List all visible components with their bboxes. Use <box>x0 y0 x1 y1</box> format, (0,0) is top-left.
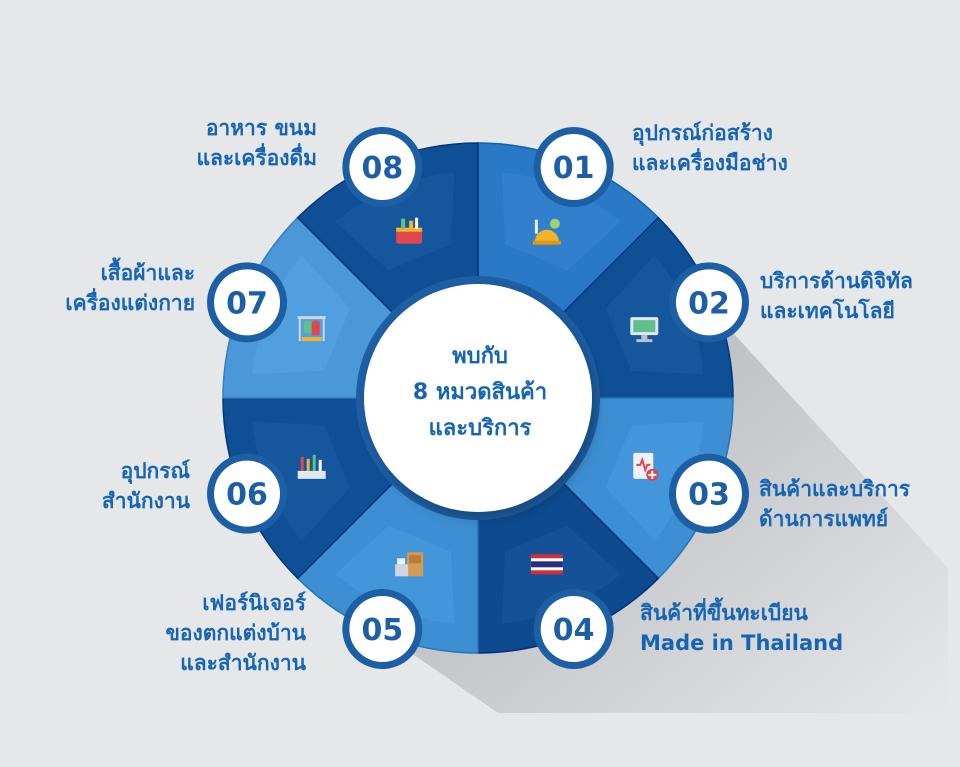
sector-bevel-04 <box>501 525 621 624</box>
category-05-line-1: เฟอร์นิเจอร์ <box>202 591 306 615</box>
category-08-line-2: และเครื่องดื่ม <box>196 146 317 170</box>
sector-bevel-02 <box>605 255 704 375</box>
category-label-02: บริการด้านดิจิทัล และเทคโนโลยี <box>760 266 913 326</box>
badge-05: 05 <box>342 588 423 669</box>
badge-face <box>214 269 281 336</box>
badge-number-07: 07 <box>226 286 268 321</box>
center-line-3: และบริการ <box>428 416 532 441</box>
badge-face <box>214 460 281 527</box>
sector-bevel-03 <box>605 421 704 541</box>
center-line-2: 8 หมวดสินค้า <box>412 380 548 405</box>
food-drink-icon <box>396 217 423 244</box>
badge-face <box>540 134 607 201</box>
badge-number-03: 03 <box>688 478 730 513</box>
badge-02: 02 <box>668 262 749 343</box>
category-08-line-1: อาหาร ขนม <box>205 116 317 140</box>
center-disc <box>364 284 592 512</box>
badge-face <box>675 269 742 336</box>
badge-01: 01 <box>533 127 614 208</box>
category-01-line-1: อุปกรณ์ก่อสร้าง <box>632 121 773 145</box>
badge-number-08: 08 <box>361 151 403 186</box>
badge-07: 07 <box>207 262 288 343</box>
sector-bevel-05 <box>335 525 455 624</box>
badge-number-06: 06 <box>226 478 268 513</box>
computer-monitor-icon <box>630 317 659 343</box>
category-06-line-1: อุปกรณ์ <box>120 459 190 483</box>
category-label-03: สินค้าและบริการ ด้านการแพทย์ <box>759 474 910 534</box>
badge-face <box>349 595 416 662</box>
badge-04: 04 <box>533 588 614 669</box>
sector-bevel-08 <box>335 172 455 271</box>
category-label-06: อุปกรณ์ สำนักงาน <box>102 456 190 516</box>
badge-number-05: 05 <box>361 613 403 648</box>
category-02-line-2: และเทคโนโลยี <box>760 299 895 323</box>
badge-number-04: 04 <box>553 613 595 648</box>
category-04-line-1: สินค้าที่ขึ้นทะเบียน <box>640 601 808 625</box>
sector-bevel-01 <box>501 172 621 271</box>
clothes-rack-icon <box>297 316 326 342</box>
category-label-08: อาหาร ขนม และเครื่องดื่ม <box>196 113 317 173</box>
sector-bevel-07 <box>252 255 351 375</box>
badge-number-01: 01 <box>553 151 595 186</box>
badge-08: 08 <box>342 127 423 208</box>
category-label-04: สินค้าที่ขึ้นทะเบียน Made in Thailand <box>640 598 843 658</box>
category-01-line-2: และเครื่องมือช่าง <box>632 151 788 175</box>
badge-face <box>540 595 607 662</box>
badge-number-02: 02 <box>688 286 730 321</box>
tools-helmet-icon <box>532 218 561 245</box>
badge-03: 03 <box>668 453 749 534</box>
badge-face <box>675 460 742 527</box>
category-03-line-2: ด้านการแพทย์ <box>759 507 889 531</box>
category-02-line-1: บริการด้านดิจิทัล <box>760 269 913 293</box>
sector-bevel-06 <box>252 421 351 541</box>
category-04-line-2: Made in Thailand <box>640 631 844 655</box>
category-07-line-1: เสื้อผ้าและ <box>100 261 195 285</box>
center-title: พบกับ 8 หมวดสินค้า และบริการ <box>380 339 580 447</box>
category-label-01: อุปกรณ์ก่อสร้าง และเครื่องมือช่าง <box>632 118 788 178</box>
category-03-line-1: สินค้าและบริการ <box>759 477 911 501</box>
category-label-05: เฟอร์นิเจอร์ ของตกแต่งบ้าน และสำนักงาน <box>166 588 306 678</box>
badge-face <box>349 134 416 201</box>
category-05-line-2: ของตกแต่งบ้าน <box>165 621 306 645</box>
category-05-line-3: และสำนักงาน <box>180 651 306 675</box>
center-line-1: พบกับ <box>452 344 508 369</box>
category-label-07: เสื้อผ้าและ เครื่องแต่งกาย <box>65 258 195 318</box>
thai-flag-icon <box>530 554 563 575</box>
office-supplies-icon <box>297 454 326 479</box>
medical-chart-icon <box>633 452 659 481</box>
badge-06: 06 <box>207 453 288 534</box>
furniture-icon <box>395 552 424 577</box>
category-06-line-2: สำนักงาน <box>101 489 190 513</box>
category-07-line-2: เครื่องแต่งกาย <box>65 291 195 315</box>
